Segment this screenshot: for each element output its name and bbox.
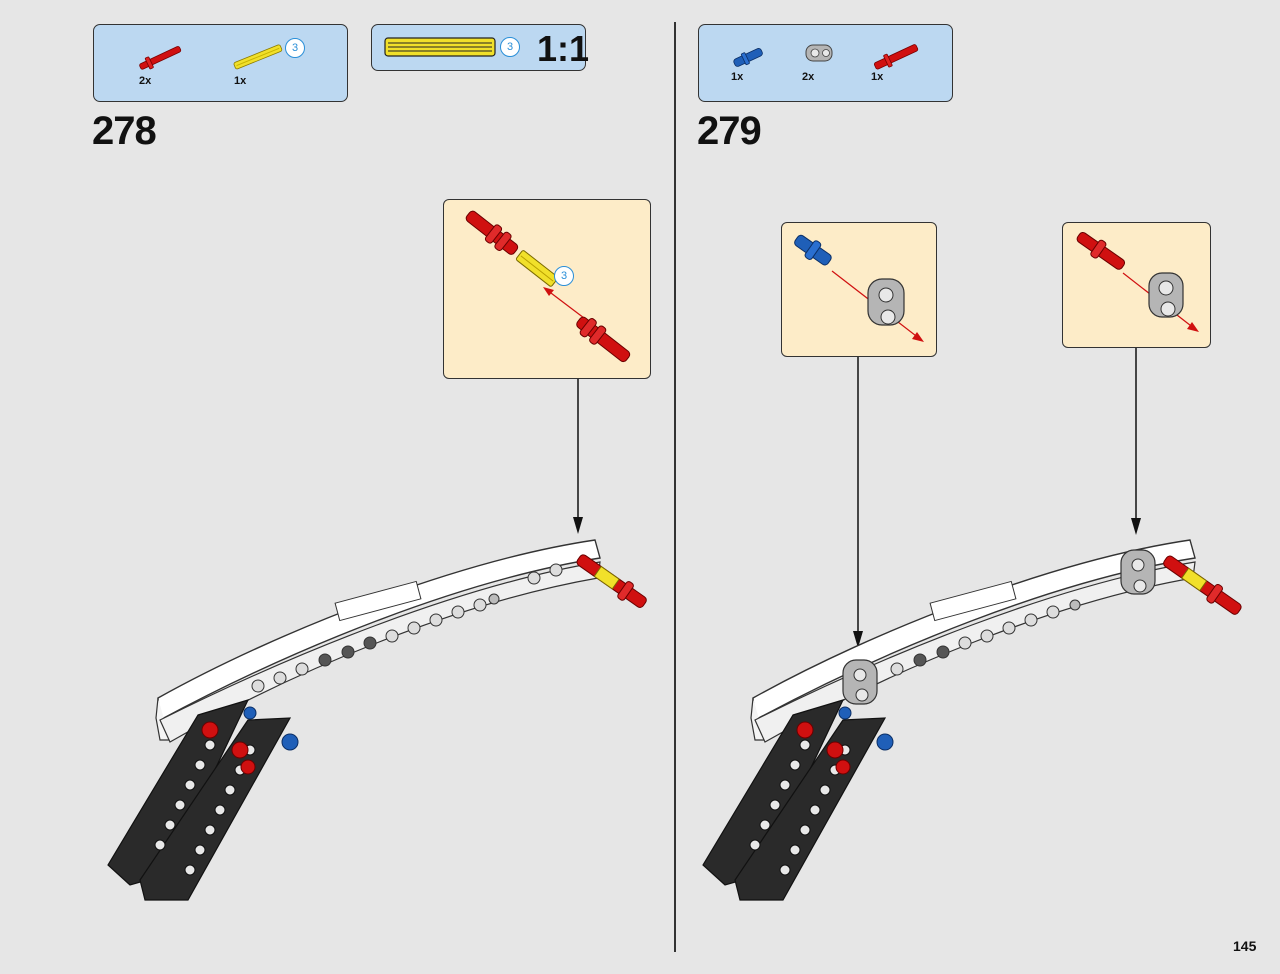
callout-arrow xyxy=(573,379,583,534)
step-number: 278 xyxy=(92,109,157,153)
length-indicator: 3 xyxy=(285,38,305,58)
red-axle-pin-icon xyxy=(139,46,182,70)
yellow-axle-icon xyxy=(233,44,283,70)
subassembly-illustration xyxy=(465,210,631,363)
step-number: 279 xyxy=(697,109,762,153)
length-indicator: 3 xyxy=(500,37,520,57)
callout-arrow xyxy=(1131,348,1141,535)
callout-278: 3 xyxy=(443,199,651,379)
subassembly-illustration xyxy=(794,234,924,342)
blue-axle-pin-icon xyxy=(733,48,763,67)
assembly-model-278 xyxy=(107,539,647,901)
part-qty: 2x xyxy=(802,71,815,83)
part-qty: 2x xyxy=(139,75,152,87)
callout-279-left xyxy=(781,222,937,357)
parts-list-278: 2x 3 1x xyxy=(93,24,348,102)
grey-connector-icon xyxy=(805,44,833,62)
parts-list-279: 1x 2x 1x xyxy=(698,24,953,102)
callout-279-right xyxy=(1062,222,1211,348)
page-number: 145 xyxy=(1233,938,1257,954)
subassembly-illustration xyxy=(1076,231,1199,332)
red-axle-pin-icon xyxy=(874,44,919,70)
yellow-axle-ruler-icon xyxy=(384,37,496,57)
part-qty: 1x xyxy=(871,71,884,83)
scale-ruler-box: 3 1:1 xyxy=(371,24,590,71)
page-divider xyxy=(674,22,676,952)
part-qty: 1x xyxy=(234,75,247,87)
length-indicator: 3 xyxy=(554,266,574,286)
part-qty: 1x xyxy=(731,71,744,83)
scale-label: 1:1 xyxy=(537,28,590,69)
assembly-model-279 xyxy=(702,539,1242,901)
callout-arrow xyxy=(853,357,863,648)
